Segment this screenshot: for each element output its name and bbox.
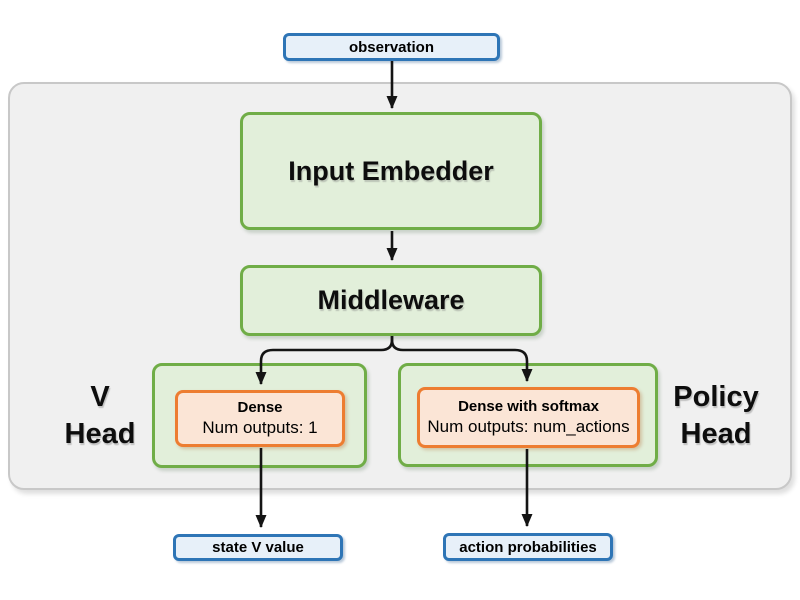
action-probabilities-label: action probabilities xyxy=(459,538,597,556)
policy-head-label-line1: Policy xyxy=(673,381,759,413)
input-embedder-node: Input Embedder xyxy=(240,112,542,230)
v-head-dense-node: Dense Num outputs: 1 xyxy=(175,390,345,447)
v-head-label-line1: V xyxy=(90,381,110,413)
middleware-label: Middleware xyxy=(317,285,465,315)
action-probabilities-node: action probabilities xyxy=(443,533,613,561)
policy-head-label: Policy Head xyxy=(650,379,782,453)
policy-head-dense-outputs: Num outputs: num_actions xyxy=(427,417,630,437)
state-v-value-node: state V value xyxy=(173,534,343,561)
observation-label: observation xyxy=(348,38,435,56)
policy-head-label-line2: Head xyxy=(680,418,752,450)
middleware-node: Middleware xyxy=(240,265,542,336)
v-head-dense-title: Dense xyxy=(237,398,283,416)
v-head-label-line2: Head xyxy=(64,418,136,450)
input-embedder-label: Input Embedder xyxy=(288,155,494,186)
policy-head-dense-title: Dense with softmax xyxy=(458,397,599,415)
observation-node: observation xyxy=(283,33,500,61)
v-head-label: V Head xyxy=(40,379,160,453)
state-v-value-label: state V value xyxy=(212,539,304,556)
policy-head-dense-node: Dense with softmax Num outputs: num_acti… xyxy=(417,387,640,448)
v-head-dense-outputs: Num outputs: 1 xyxy=(202,418,318,438)
